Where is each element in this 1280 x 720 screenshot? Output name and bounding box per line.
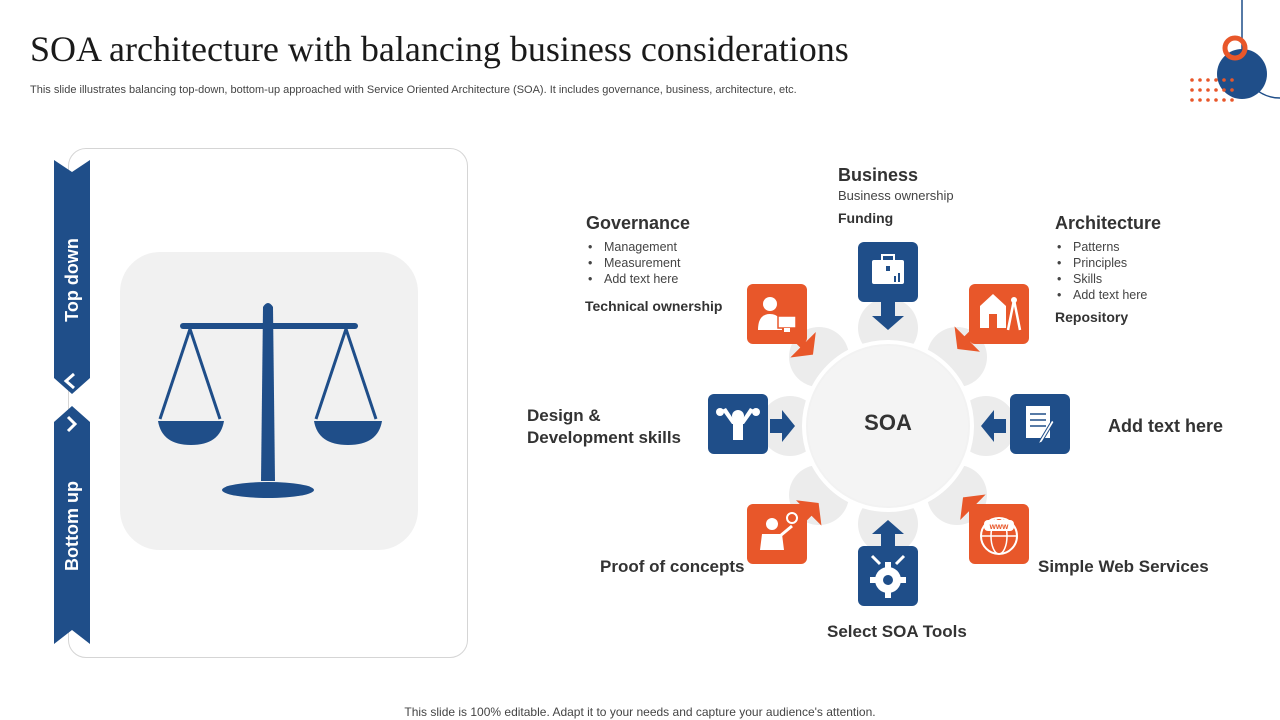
- briefcase-icon: [858, 242, 918, 302]
- list-item: Management: [588, 239, 690, 255]
- list-item: Measurement: [588, 255, 690, 271]
- arrow-design: [770, 410, 795, 442]
- page-title: SOA architecture with balancing business…: [30, 29, 849, 69]
- balance-scale-icon: [158, 303, 382, 498]
- footer-note: This slide is 100% editable. Adapt it to…: [404, 705, 876, 719]
- list-item: Add text here: [1057, 287, 1161, 303]
- web-label: Simple Web Services: [1038, 557, 1209, 576]
- governance-list: Management Measurement Add text here: [586, 239, 690, 287]
- soa-diagram: www: [708, 242, 1070, 606]
- governance-heading: Governance: [586, 213, 691, 233]
- governance-extra: Technical ownership: [585, 298, 723, 314]
- governance-block: Governance Management Measurement Add te…: [586, 213, 690, 287]
- arrow-tools: [872, 520, 904, 548]
- list-item: Add text here: [588, 271, 690, 287]
- architecture-list: Patterns Principles Skills Add text here: [1055, 239, 1161, 303]
- tools-label: Select SOA Tools: [827, 622, 967, 641]
- list-item: Principles: [1057, 255, 1161, 271]
- house-tools-icon: [969, 284, 1029, 344]
- gear-wrench-icon: [858, 546, 918, 606]
- design-line2: Development skills: [527, 428, 682, 447]
- user-computer-icon: [747, 284, 807, 344]
- soa-center-label: SOA: [864, 410, 912, 435]
- presenter-idea-icon: [747, 504, 807, 564]
- proof-label: Proof of concepts: [600, 557, 745, 576]
- architecture-block: Architecture Patterns Principles Skills …: [1055, 213, 1161, 325]
- business-block: Business Business ownership Funding: [838, 165, 954, 226]
- arrow-business: [872, 302, 904, 330]
- business-line2: Funding: [838, 210, 894, 226]
- business-heading: Business: [838, 165, 919, 185]
- team-gear-icon: [708, 394, 768, 454]
- corner-decoration: [1190, 0, 1280, 102]
- add-text-label: Add text here: [1108, 416, 1224, 436]
- business-line1: Business ownership: [838, 188, 954, 203]
- page-subtitle: This slide illustrates balancing top-dow…: [30, 84, 797, 96]
- list-item: Skills: [1057, 271, 1161, 287]
- svg-text:www: www: [989, 522, 1009, 531]
- list-item: Patterns: [1057, 239, 1161, 255]
- globe-www-icon: www: [969, 504, 1029, 564]
- direction-ribbon: [54, 160, 90, 644]
- design-block: Design & Development skills: [527, 405, 681, 449]
- top-down-label: Top down: [62, 238, 82, 322]
- document-pen-icon: [1010, 394, 1070, 454]
- design-line1: Design &: [527, 406, 601, 425]
- bottom-up-label: Bottom up: [62, 481, 82, 571]
- architecture-extra: Repository: [1055, 309, 1129, 325]
- architecture-heading: Architecture: [1055, 213, 1162, 233]
- arrow-document: [981, 410, 1006, 442]
